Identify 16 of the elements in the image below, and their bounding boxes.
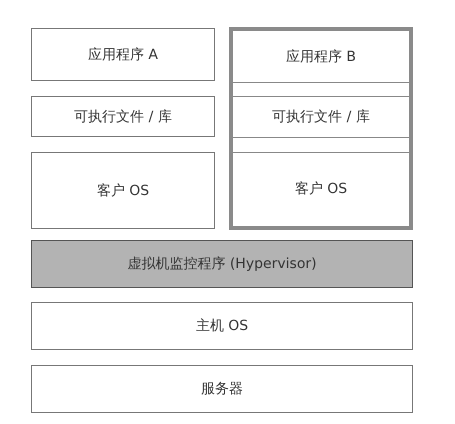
layer-box: [31, 365, 413, 413]
container-box: [229, 27, 413, 230]
layer-box: [31, 96, 215, 137]
layer-label: 虚拟机监控程序 (Hypervisor): [127, 255, 317, 273]
layer-label: 可执行文件 / 库: [272, 108, 370, 126]
layer-label: 可执行文件 / 库: [74, 108, 172, 126]
layer-box: [31, 240, 413, 288]
layer-box: [31, 152, 215, 229]
layer-label: 主机 OS: [196, 317, 248, 335]
layer-box: [31, 302, 413, 350]
layer-label: 客户 OS: [96, 182, 150, 200]
layer-label: 应用程序 A: [88, 46, 158, 64]
layer-label: 应用程序 B: [286, 48, 356, 66]
layer-box: [31, 28, 215, 81]
layer-label: 客户 OS: [294, 180, 348, 198]
layer-label: 服务器: [201, 380, 243, 398]
